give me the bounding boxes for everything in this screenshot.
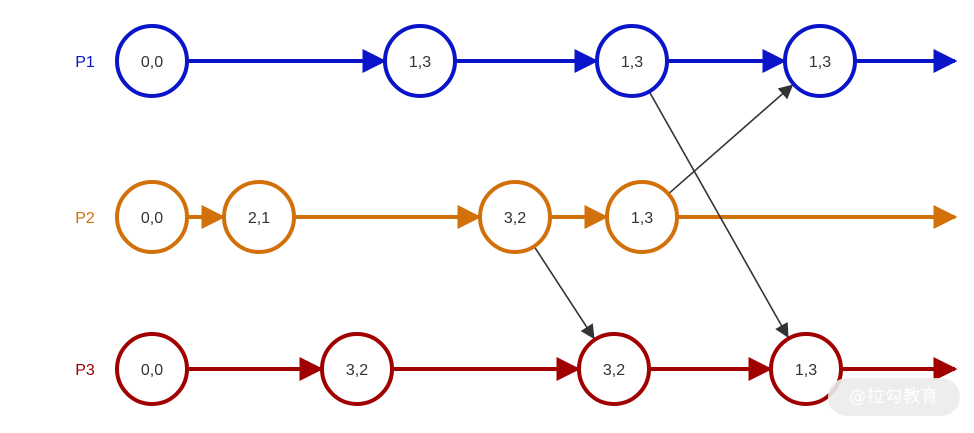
message-arrow <box>648 91 789 339</box>
event-node: 0,0 <box>115 332 189 406</box>
process-row-p3: P3 0,0 3,2 3,2 1,3 <box>75 332 843 406</box>
event-circle <box>383 24 457 98</box>
event-circle <box>222 180 296 254</box>
event-clock-label: 0,0 <box>141 54 163 71</box>
process-label-p1: P1 <box>75 54 95 71</box>
message-arrows <box>533 84 794 340</box>
event-clock-label: 1,3 <box>795 362 817 379</box>
message-arrow <box>667 84 794 195</box>
event-circle <box>605 180 679 254</box>
event-clock-label: 1,3 <box>409 54 431 71</box>
event-clock-label: 1,3 <box>631 210 653 227</box>
watermark: @拉勾教育 <box>828 378 960 416</box>
event-clock-label: 3,2 <box>603 362 625 379</box>
event-circle <box>478 180 552 254</box>
event-node: 3,2 <box>478 180 552 254</box>
event-clock-label: 1,3 <box>621 54 643 71</box>
event-circle <box>769 332 843 406</box>
event-node: 1,3 <box>595 24 669 98</box>
event-clock-label: 3,2 <box>346 362 368 379</box>
event-node: 1,3 <box>783 24 857 98</box>
event-circle <box>783 24 857 98</box>
event-circle <box>115 24 189 98</box>
event-circle <box>595 24 669 98</box>
event-node: 0,0 <box>115 180 189 254</box>
process-row-p1: P1 0,0 1,3 1,3 1,3 <box>75 24 857 98</box>
event-circle <box>577 332 651 406</box>
event-node: 2,1 <box>222 180 296 254</box>
event-clock-label: 1,3 <box>809 54 831 71</box>
event-node: 1,3 <box>383 24 457 98</box>
event-node: 1,3 <box>769 332 843 406</box>
event-circle <box>115 332 189 406</box>
process-timelines <box>187 49 958 381</box>
event-clock-label: 0,0 <box>141 362 163 379</box>
event-circle <box>115 180 189 254</box>
event-clock-label: 2,1 <box>248 210 270 227</box>
event-clock-label: 3,2 <box>504 210 526 227</box>
process-label-p3: P3 <box>75 362 95 379</box>
event-node: 1,3 <box>605 180 679 254</box>
message-arrow <box>533 245 595 340</box>
event-clock-label: 0,0 <box>141 210 163 227</box>
process-label-p2: P2 <box>75 210 95 227</box>
event-node: 3,2 <box>577 332 651 406</box>
event-node: 3,2 <box>320 332 394 406</box>
process-row-p2: P2 0,0 2,1 3,2 1,3 <box>75 180 679 254</box>
event-circle <box>320 332 394 406</box>
event-node: 0,0 <box>115 24 189 98</box>
